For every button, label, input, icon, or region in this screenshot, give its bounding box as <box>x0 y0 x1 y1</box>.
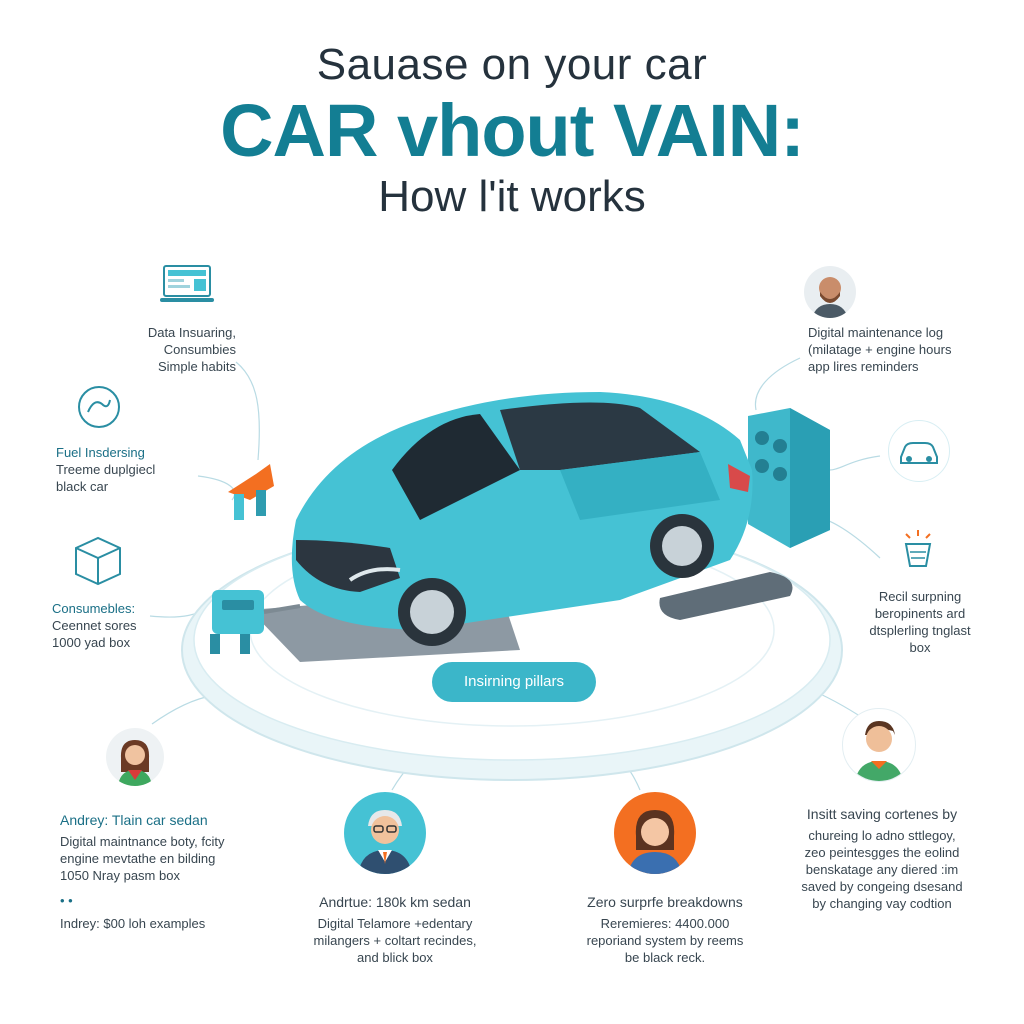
persona-left-block: Andrey: Tlain car sedan Digital maintnan… <box>60 812 225 931</box>
data-insuring-label: Data Insuaring, Consumbies Simple habits <box>147 325 236 374</box>
older-man-avatar-icon <box>344 792 426 874</box>
laptop-icon <box>160 264 214 306</box>
maintenance-log-label: Digital maintenance log (milatage + engi… <box>808 325 952 374</box>
young-man-avatar-icon <box>842 708 916 782</box>
center-pill: Insirning pillars <box>432 662 596 702</box>
diagnostic-device <box>210 590 301 654</box>
sensor-chair <box>228 464 274 520</box>
girl-avatar-icon <box>614 792 696 874</box>
box-icon <box>68 532 126 588</box>
persona-zero-block: Zero surprfe breakdowns Reremieres: 4400… <box>586 894 744 965</box>
consumables-label: Consumebles: Ceennet sores 1000 yad box <box>52 601 137 650</box>
recil-label: Recil surpning beropinents ard dtsplerli… <box>869 589 971 655</box>
car-illustration <box>291 392 753 646</box>
persona-right-block: Insitt saving cortenes by chureing lo ad… <box>801 806 963 911</box>
car-outline-icon <box>888 420 950 482</box>
gauge-icon <box>76 384 122 430</box>
filter-cup-icon <box>898 526 938 570</box>
title-line-2: CAR vhout VAIN: <box>220 89 805 172</box>
title-line-3: How l'it works <box>378 172 646 221</box>
persona-center-block: Andrtue: 180k km sedan Digital Telamore … <box>313 894 477 965</box>
title-line-1: Sauase on your car <box>316 40 708 89</box>
fuel-label: Fuel Insdersing Treeme duplgiecl black c… <box>56 445 156 494</box>
server-tower <box>748 408 830 548</box>
person-avatar-icon <box>804 266 856 318</box>
woman-avatar-icon <box>106 728 164 786</box>
